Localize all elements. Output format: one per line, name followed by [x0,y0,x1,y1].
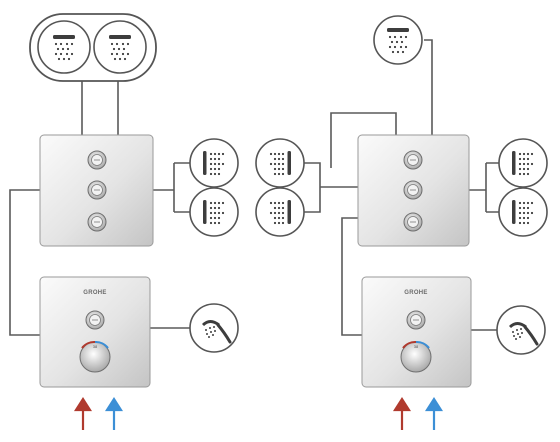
outlet-circle [498,187,548,237]
diverter-button [403,150,423,170]
diverter-button [403,180,423,200]
left-body-jet-2 [189,187,239,237]
pipe-middle-jets [304,162,358,213]
left-overhead-shower-2 [93,20,147,74]
panel-plate [361,276,472,388]
right-body-jet-2 [498,187,548,237]
dial-hot-arc [402,340,417,349]
outlet-circle [373,15,423,65]
hot-water-arrow-icon [392,396,412,430]
dial-hot-arc [81,340,96,349]
hot-water-arrow-icon [73,396,93,430]
left-body-jet-1 [189,138,239,188]
pipe-right-supply-loop [341,217,362,336]
outlet-circle [498,138,548,188]
pipe-network [9,39,499,336]
thermostat-button [406,310,426,330]
outlet-circle [189,138,239,188]
dial-temperature-label: 38 [414,344,419,349]
outlet-circle [93,20,147,74]
diverter-button [87,180,107,200]
panel-plate [39,276,151,388]
outlet-circle [37,20,91,74]
brand-logo: GROHE [83,290,107,296]
outlet-circle [255,138,305,188]
left-diverter-panel [39,134,154,247]
brand-logo: GROHE [404,290,428,296]
dial-temperature-label: 38 [93,344,98,349]
right-hand-shower [496,305,546,355]
pipe-right-overhead [424,39,433,135]
left-overhead-shower-1 [37,20,91,74]
right-overhead-shower [373,15,423,65]
cold-water-arrow-icon [104,396,124,430]
right-body-jet-1 [498,138,548,188]
diverter-button [403,212,423,232]
right-diverter-panel [357,134,470,247]
dial-cold-arc [415,340,430,349]
cold-water-arrow-icon [424,396,444,430]
outlet-circle [255,187,305,237]
pipe-left-jets-right [153,162,191,213]
left-overhead-group [29,13,157,82]
pipe-left-supply-loop [9,189,40,336]
middle-body-jet-2 [255,187,305,237]
left-inlets [73,396,124,430]
dial-cold-arc [94,340,109,349]
left-hand-shower [189,303,239,353]
thermostat-button [85,310,105,330]
pipe-right-jets [469,162,499,213]
diverter-button [87,150,107,170]
outlet-circle [189,187,239,237]
middle-body-jet-1 [255,138,305,188]
right-thermostat-panel: GROHE 38 [361,276,472,388]
right-inlets [392,396,444,430]
pipe-middle-feed [330,112,397,168]
diverter-button [87,212,107,232]
left-thermostat-panel: GROHE 38 [39,276,151,388]
